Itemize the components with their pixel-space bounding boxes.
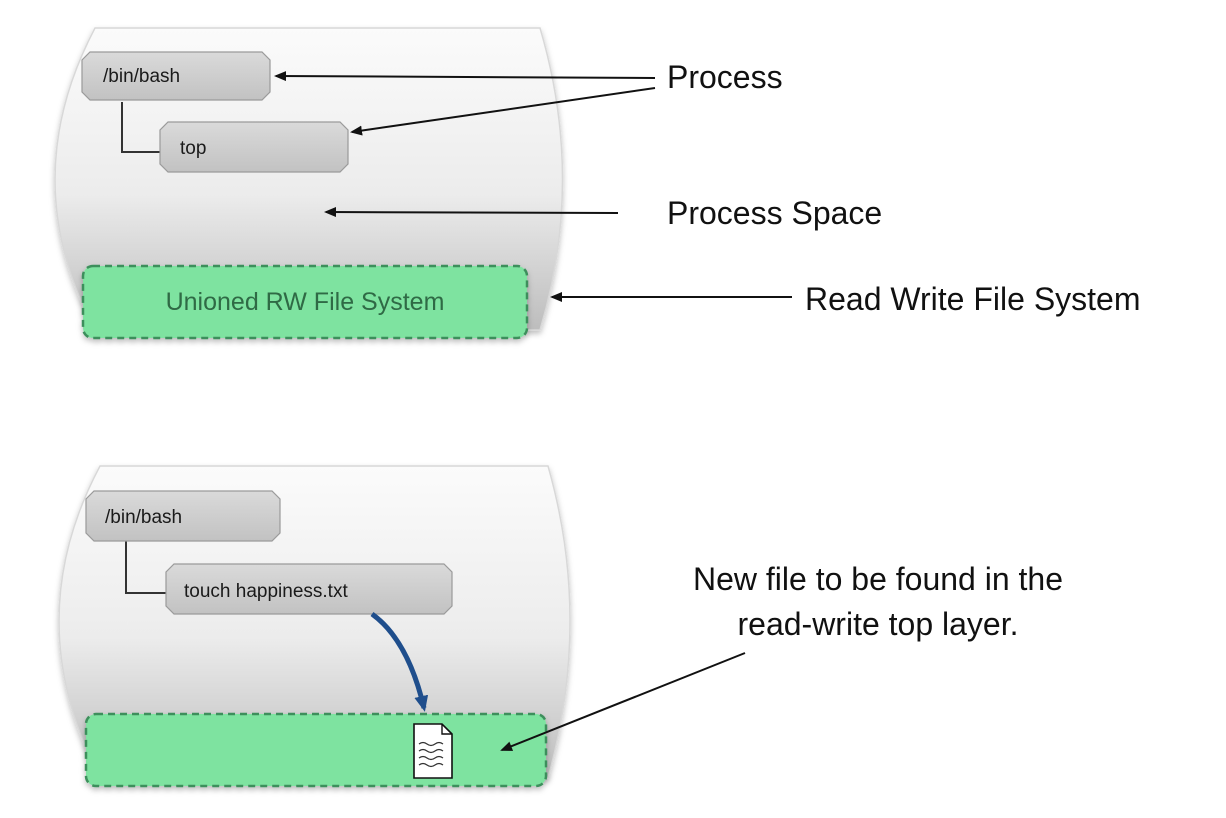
- callout-arrow-to-process-space: [324, 207, 619, 218]
- top-callouts: Process Process Space Read Write File Sy…: [274, 59, 1141, 317]
- top-process-tree-connector: [121, 102, 160, 153]
- top-container: /bin/bash top Unioned RW File System: [54, 27, 564, 340]
- callout-process-label: Process: [667, 59, 783, 95]
- callout-new-file-line2: read-write top layer.: [737, 606, 1018, 642]
- write-arrow: [370, 611, 429, 712]
- bottom-process-tree-connector: [125, 540, 168, 594]
- top-process-top-label: top: [180, 138, 206, 159]
- top-process-bash: /bin/bash: [81, 51, 271, 101]
- top-rw-filesystem: Unioned RW File System: [81, 264, 529, 340]
- callout-filesystem-label: Read Write File System: [805, 281, 1141, 317]
- callout-arrow-to-top: [350, 87, 656, 136]
- bottom-container: /bin/bash touch happiness.txt: [58, 465, 571, 788]
- callout-arrow-to-new-file: [500, 652, 746, 751]
- bottom-process-touch: touch happiness.txt: [165, 563, 453, 615]
- bottom-rw-filesystem: [84, 712, 548, 788]
- top-rw-filesystem-label: Unioned RW File System: [166, 288, 445, 316]
- bottom-process-bash: /bin/bash: [85, 490, 281, 542]
- document-icon: [413, 723, 453, 779]
- callout-new-file-line1: New file to be found in the: [693, 561, 1063, 597]
- callout-arrow-to-bash: [274, 71, 656, 82]
- bottom-process-bash-label: /bin/bash: [105, 507, 182, 528]
- bottom-callout: New file to be found in the read-write t…: [500, 561, 1063, 751]
- top-process-top: top: [159, 121, 349, 173]
- callout-process-space-label: Process Space: [667, 195, 882, 231]
- top-process-bash-label: /bin/bash: [103, 66, 180, 87]
- bottom-process-touch-label: touch happiness.txt: [184, 581, 348, 602]
